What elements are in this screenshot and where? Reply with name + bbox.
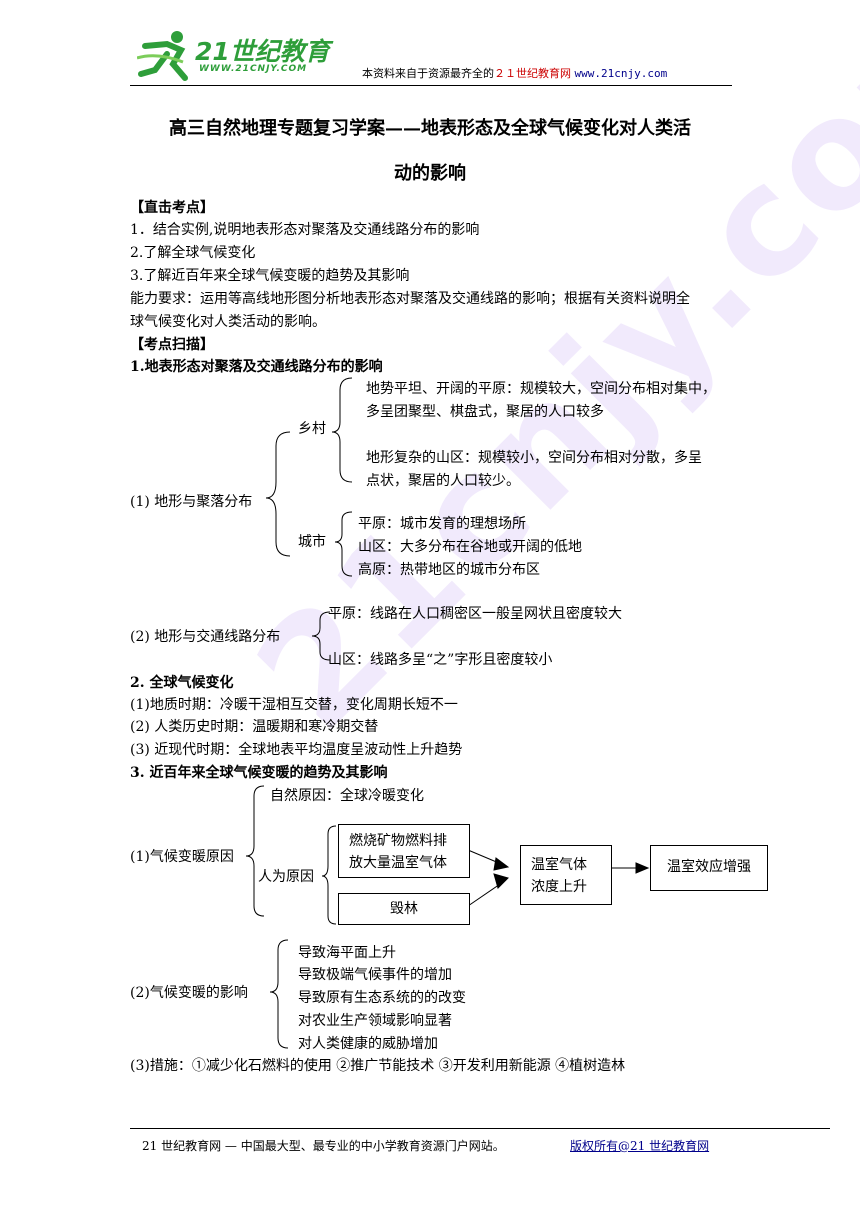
footer-divider (130, 1128, 830, 1129)
impacts-brace (269, 939, 289, 1049)
human-cause-label: 人为原因 (258, 869, 314, 885)
ability-requirement-line1: 能力要求：运用等高线地形图分析地表形态对聚落及交通线路的影响；根据有关资料说明全 (130, 291, 690, 307)
impact-1: 导致海平面上升 (298, 945, 396, 961)
traffic-label: (2) 地形与交通线路分布 (130, 629, 281, 645)
rural-plain-line1: 地势平坦、开阔的平原：规模较大，空间分布相对集中， (366, 381, 716, 397)
greenhouse-effect-label: 温室效应增强 (667, 859, 751, 875)
rural-label: 乡村 (298, 421, 326, 437)
ghg-line1: 温室气体 (531, 857, 587, 873)
ability-requirement-line2: 球气候变化对人类活动的影响。 (130, 314, 326, 330)
key-point-2: 2.了解全球气候变化 (130, 245, 256, 261)
traffic-plain: 平原：线路在人口稠密区一般呈网状且密度较大 (328, 606, 622, 622)
impact-3: 导致原有生态系统的的改变 (298, 990, 466, 1006)
section-heading-key-points: 【直击考点】 (130, 200, 214, 216)
source-site[interactable]: ２１世纪教育网 (494, 67, 571, 80)
logo-url: WWW.21CNJY.COM (199, 64, 308, 74)
footer-copyright-link[interactable]: 版权所有@21 世纪教育网 (570, 1139, 710, 1153)
measures-line: (3)措施：①减少化石燃料的使用 ②推广节能技术 ③开发利用新能源 ④植树造林 (130, 1058, 626, 1074)
source-prefix: 本资料来自于资源最齐全的 (362, 67, 494, 80)
rural-plain-line2: 多呈团聚型、棋盘式，聚居的人口较多 (366, 404, 604, 420)
impact-2: 导致极端气候事件的增加 (298, 967, 452, 983)
ghg-concentration-box: 温室气体 浓度上升 (520, 845, 612, 905)
section-heading-scan: 【考点扫描】 (130, 337, 214, 353)
logo: 21世纪教育 WWW.21CNJY.COM (137, 28, 337, 84)
city-mountain: 山区：大多分布在谷地或开阔的低地 (358, 539, 582, 555)
part3-title: 3. 近百年来全球气候变暖的趋势及其影响 (130, 765, 388, 781)
footer-left-text: 21 世纪教育网 — 中国最大型、最专业的中小学教育资源门户网站。 (142, 1139, 505, 1153)
part1-title: 1.地表形态对聚落及交通线路分布的影响 (130, 359, 383, 375)
traffic-mountain: 山区：线路多呈“之”字形且密度较小 (328, 652, 553, 668)
impact-5: 对人类健康的威胁增加 (298, 1036, 438, 1052)
causes-diagram-lines (245, 785, 650, 925)
logo-text: 21世纪教育 (195, 37, 330, 66)
fossil-fuel-box: 燃烧矿物燃料排 放大量温室气体 (338, 824, 470, 878)
settlement-label: (1) 地形与聚落分布 (130, 494, 253, 510)
impacts-label: (2)气候变暖的影响 (130, 985, 248, 1001)
impact-4: 对农业生产领域影响显著 (298, 1013, 452, 1029)
causes-label: (1)气候变暖原因 (130, 849, 234, 865)
part2-title: 2. 全球气候变化 (130, 675, 234, 691)
ghg-line2: 浓度上升 (531, 879, 587, 895)
city-plain: 平原：城市发育的理想场所 (358, 516, 526, 532)
greenhouse-effect-box: 温室效应增强 (650, 845, 768, 891)
page-title-line1: 高三自然地理专题复习学案——地表形态及全球气候变化对人类活 (169, 118, 691, 139)
deforestation-label: 毁林 (390, 901, 418, 917)
running-man-icon (137, 31, 188, 81)
climate-item-1: (1)地质时期：冷暖干湿相互交替，变化周期长短不一 (130, 697, 458, 713)
rural-mountain-line2: 点状，聚居的人口较少。 (366, 473, 520, 489)
city-plateau: 高原：热带地区的城市分布区 (358, 562, 540, 578)
part1-braces (265, 377, 353, 661)
source-line: 本资料来自于资源最齐全的２１世纪教育网 www.21cnjy.com (362, 67, 667, 81)
climate-item-2: (2) 人类历史时期：温暖期和寒冷期交替 (130, 719, 379, 735)
key-point-1: 1．结合实例,说明地表形态对聚落及交通线路分布的影响 (130, 222, 480, 238)
page-title-line2: 动的影响 (394, 163, 466, 184)
rural-mountain-line1: 地形复杂的山区：规模较小，空间分布相对分散，多呈 (366, 450, 702, 466)
fossil-fuel-line1: 燃烧矿物燃料排 (349, 833, 447, 849)
natural-cause: 自然原因：全球冷暖变化 (270, 788, 424, 804)
climate-item-3: (3) 近现代时期：全球地表平均温度呈波动性上升趋势 (130, 742, 463, 758)
city-label: 城市 (298, 534, 326, 550)
header-divider (130, 85, 732, 86)
key-point-3: 3.了解近百年来全球气候变暖的趋势及其影响 (130, 268, 410, 284)
source-url[interactable]: www.21cnjy.com (574, 67, 668, 80)
deforestation-box: 毁林 (338, 893, 470, 925)
fossil-fuel-line2: 放大量温室气体 (349, 855, 447, 871)
